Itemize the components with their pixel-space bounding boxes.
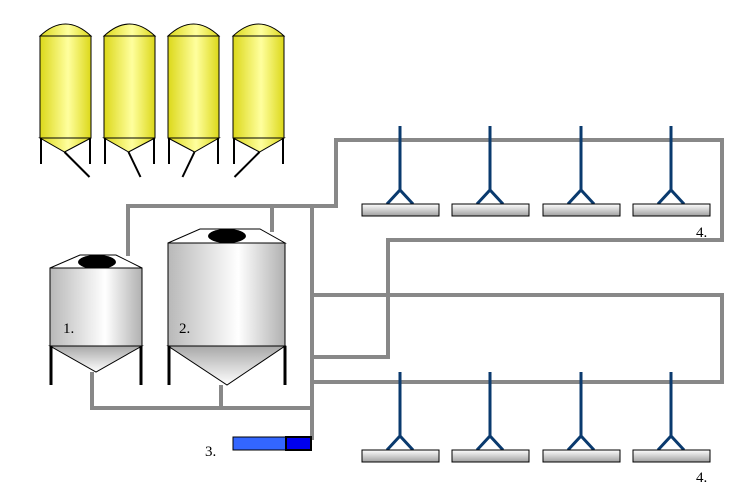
silo-3	[166, 23, 221, 178]
tank-1: 1.	[48, 254, 144, 385]
outlet-plate	[451, 203, 530, 217]
pipe-middle-loop	[312, 293, 724, 384]
outlets-top-label: 4.	[696, 225, 707, 241]
outlet	[542, 126, 621, 217]
tank-1-label: 1.	[63, 321, 74, 337]
outlet-plate	[632, 203, 711, 217]
silo-1	[38, 23, 93, 178]
pipe-top-loop	[312, 138, 724, 359]
outlet-plate	[632, 449, 711, 463]
silo-2	[102, 23, 157, 178]
tank-2-label: 2.	[179, 321, 190, 337]
outlet-plate	[451, 449, 530, 463]
outlet-plate	[542, 203, 621, 217]
outlet	[632, 126, 711, 217]
outlet-row-bottom	[361, 372, 711, 463]
outlets-bottom-label: 4.	[696, 470, 707, 486]
tank-1-hatch	[78, 255, 116, 269]
outlet-plate	[361, 449, 440, 463]
silo-4	[231, 23, 286, 178]
outlet	[632, 372, 711, 463]
pump-label: 3.	[205, 444, 216, 460]
pipe-tank-supply	[126, 204, 314, 440]
outlet	[361, 126, 440, 217]
pump[interactable]: 3.	[205, 436, 312, 460]
outlet	[451, 126, 530, 217]
tank-2-hatch	[208, 229, 246, 243]
outlet-row-top	[361, 126, 711, 217]
pipe-tank-bottom	[90, 372, 312, 410]
tank-2: 2.	[166, 228, 287, 386]
pipe-network	[90, 138, 724, 440]
outlet	[451, 372, 530, 463]
outlet-plate	[361, 203, 440, 217]
outlet-plate	[542, 449, 621, 463]
outlet	[361, 372, 440, 463]
outlet	[542, 372, 621, 463]
